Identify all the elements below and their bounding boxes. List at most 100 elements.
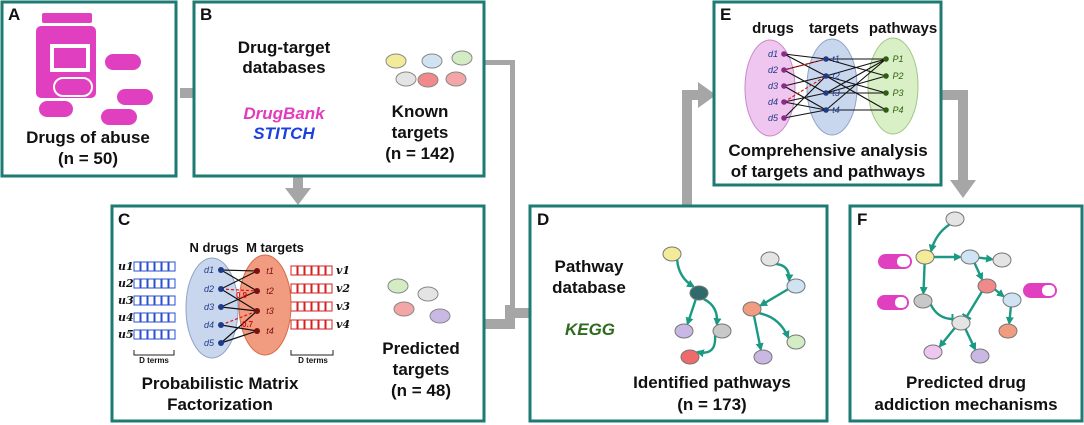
v-vector-cell [290, 319, 298, 330]
pmf-drug-label: d3 [204, 302, 214, 312]
pathway-edge [695, 335, 717, 358]
pathway-edge [758, 312, 790, 340]
e-target-pathway-edge [825, 58, 887, 94]
mechanism-graph-f [913, 211, 1022, 364]
pathway-node [662, 246, 682, 262]
u-vector-cell [133, 261, 141, 272]
pathway-node [742, 301, 762, 317]
panel-d-letter: D [537, 210, 549, 229]
v-vector-label: v2 [336, 282, 350, 295]
e-drug-label: d1 [768, 49, 778, 59]
panel-b [192, 0, 486, 178]
pmf-drug-node [218, 322, 224, 328]
v-vector-cell [290, 301, 298, 312]
v-vector-cell [297, 301, 305, 312]
pathway-edge [675, 259, 696, 288]
pmf-edge [220, 269, 258, 272]
panel-b-result1: Known [392, 102, 449, 121]
drug-set-ellipse [185, 257, 239, 359]
pathway-node [680, 349, 700, 365]
pathway-graph-d [662, 246, 806, 365]
panel-b-letter: B [200, 5, 212, 24]
u-vector-cell [140, 312, 148, 323]
e-drug-target-edge [783, 53, 827, 60]
u-vector-cell [147, 278, 155, 289]
pill-icon [37, 52, 155, 127]
pathway-node [945, 211, 965, 227]
pathway-edge [964, 328, 977, 351]
u-vector-cell [154, 329, 162, 340]
pathway-node [915, 249, 935, 265]
u-vector-cell [147, 261, 155, 272]
e-pathway-node [883, 56, 889, 62]
panel-a-letter: A [8, 5, 20, 24]
pathway-edge [752, 315, 764, 352]
pathway-edge [703, 297, 722, 327]
panel-d-result: Identified pathways [633, 373, 791, 392]
panel-d-line2: database [552, 278, 626, 297]
e-drug-node [781, 67, 787, 73]
u-vector-cell [140, 295, 148, 306]
pmf-target-node [254, 288, 260, 294]
stitch-label: STITCH [253, 124, 315, 143]
pathway-edge [994, 288, 1005, 298]
e-target-label: t1 [832, 54, 840, 64]
e-target-pathway-edge [825, 58, 887, 77]
pathway-node [977, 278, 997, 294]
pathway-edge [973, 262, 984, 281]
v-vector-cell [297, 319, 305, 330]
pathway-node [786, 278, 806, 294]
v-vector-cell [290, 283, 298, 294]
panel-c-result1: Predicted [382, 339, 459, 358]
pathway-edge [929, 303, 953, 319]
panel-c-count: (n = 48) [391, 381, 451, 400]
drugbank-label: DrugBank [243, 104, 326, 123]
pmf-drug-label: d5 [204, 338, 215, 348]
d-terms-right: D terms [298, 356, 328, 365]
e-predicted-edge [783, 58, 827, 71]
panel-e-footer1: Comprehensive analysis [728, 141, 927, 160]
e-drug-label: d3 [768, 81, 778, 91]
panel-a-content: A Drugs of abuse (n = 50) [8, 5, 155, 168]
e-drug-node [781, 83, 787, 89]
pmf-edge [220, 324, 258, 332]
pmf-predicted-edge [220, 310, 258, 326]
pathway-node [753, 349, 773, 365]
panel-c-result2: targets [393, 360, 450, 379]
panel-e-footer2: of targets and pathways [731, 162, 926, 181]
panel-b-line2: databases [242, 58, 325, 77]
u-vector-cell [168, 312, 176, 323]
e-drug-target-edge [783, 101, 827, 111]
u-vector-cell [154, 295, 162, 306]
e-pathway-label: P3 [892, 88, 903, 98]
pathway-node [923, 344, 943, 360]
panel-a-title: Drugs of abuse [26, 128, 150, 147]
v-vector-label: v3 [336, 300, 350, 313]
edge-value-09: 0.9 [236, 291, 248, 300]
e-predicted-edge [783, 75, 827, 103]
d-terms-left: D terms [139, 356, 169, 365]
e-pathway-label: P4 [892, 105, 903, 115]
predicted-targets-nodes [387, 278, 451, 324]
v-vector-cell [297, 283, 305, 294]
pathway-node [1002, 292, 1022, 308]
e-drug-node [781, 51, 787, 57]
edge-value-07: 0.7 [242, 320, 254, 329]
pathway-edge [938, 327, 956, 348]
v-vector-cell [297, 265, 305, 276]
pmf-drug-node [218, 304, 224, 310]
pmf-drug-node [218, 267, 224, 273]
u-vector-label: u5 [118, 328, 134, 341]
v-vector-cell [318, 265, 326, 276]
e-target-node [823, 90, 829, 96]
e-target-node [823, 73, 829, 79]
u-vector-cell [140, 329, 148, 340]
panel-e-col3: pathways [869, 20, 937, 37]
connector-c-right [485, 305, 515, 329]
panel-d-line1: Pathway [555, 257, 625, 276]
u-vector-cell [154, 312, 162, 323]
panel-f-footer2: addiction mechanisms [874, 395, 1057, 414]
